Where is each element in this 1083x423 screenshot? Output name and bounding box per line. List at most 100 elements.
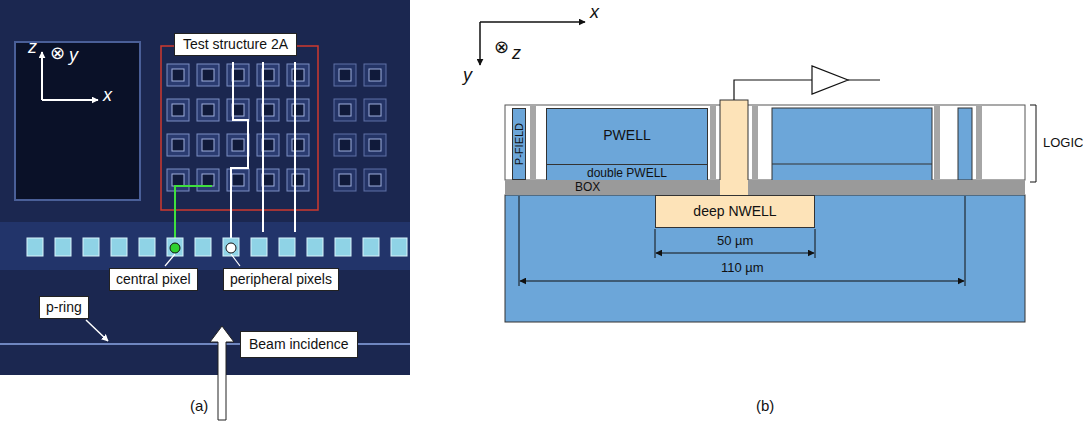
- substrate: [505, 195, 1025, 322]
- axis-label: z: [28, 38, 37, 56]
- pixel-cell: [334, 99, 356, 121]
- pixel-core: [369, 139, 381, 151]
- dimension-line: [655, 229, 815, 258]
- pixel-cell: [334, 64, 356, 86]
- pixel-core: [202, 104, 214, 116]
- cross-section: [480, 22, 1036, 322]
- axis-label: ⊗: [50, 44, 65, 62]
- leader-line: [165, 254, 175, 266]
- callout-box: peripheral pixels: [223, 268, 339, 291]
- pwell-block: PWELL double PWELL: [546, 108, 708, 182]
- pad-row: [27, 238, 407, 256]
- readout-wire: [734, 80, 880, 100]
- pixel-outline: [364, 134, 386, 156]
- bond-pad: [251, 238, 267, 256]
- pixel-cell: [227, 64, 249, 86]
- bond-pad: [363, 238, 379, 256]
- pixel-core: [202, 69, 214, 81]
- pixel-core: [292, 104, 304, 116]
- pixel-outline: [227, 134, 249, 156]
- pixel-cell: [167, 169, 189, 191]
- callout-box: central pixel: [109, 268, 198, 291]
- pixel-outline: [364, 99, 386, 121]
- pixel-outline: [287, 99, 309, 121]
- node-text: PWELL: [603, 128, 650, 143]
- pixel-cell: [257, 64, 279, 86]
- axis-arrow: [479, 22, 481, 65]
- pixel-outline: [364, 169, 386, 191]
- node-text: Test structure 2A: [183, 37, 288, 52]
- axis-arrow: [41, 52, 43, 100]
- beam-arrow: [210, 326, 234, 420]
- pixel-cell: [197, 64, 219, 86]
- amplifier-symbol: [812, 66, 848, 94]
- axis-arrow: [480, 21, 585, 23]
- node-text: double PWELL: [587, 167, 667, 180]
- pixel-outline: [167, 64, 189, 86]
- leader-line: [231, 254, 240, 266]
- pixel-core: [172, 69, 184, 81]
- pixel-outline: [257, 134, 279, 156]
- pixel-core: [292, 174, 304, 186]
- axis-label: z: [512, 44, 521, 62]
- isolation-stripe: [934, 106, 940, 179]
- bond-pad: [167, 238, 183, 256]
- pixel-outline: [167, 99, 189, 121]
- bond-pad: [335, 238, 351, 256]
- pixel-core: [339, 104, 351, 116]
- pixel-cell: [197, 134, 219, 156]
- peripheral-pixel-dot: [226, 243, 236, 253]
- pixel-core: [339, 139, 351, 151]
- pixel-core: [232, 139, 244, 151]
- pixel-outline: [167, 169, 189, 191]
- node-text: p-ring: [46, 300, 82, 315]
- pixel-outline: [257, 99, 279, 121]
- pixel-cell: [227, 134, 249, 156]
- axis-label: x: [590, 3, 599, 21]
- caption-label: 110 µm: [721, 261, 764, 274]
- logic-bracket: [1030, 105, 1036, 182]
- caption-label: (b): [756, 398, 774, 413]
- pixel-grid: [167, 64, 386, 191]
- isolation-stripe: [976, 106, 982, 179]
- pixel-outline: [197, 99, 219, 121]
- isolation-stripe: [530, 106, 536, 179]
- pixel-outline: [197, 64, 219, 86]
- pixel-cell: [197, 99, 219, 121]
- micrograph: [0, 0, 410, 375]
- bond-pad: [307, 238, 323, 256]
- pixel-core: [339, 69, 351, 81]
- pixel-core: [172, 139, 184, 151]
- routing-line: [231, 62, 248, 243]
- pixel-outline: [287, 64, 309, 86]
- bond-pad: [83, 238, 99, 256]
- routing-line: [294, 62, 296, 232]
- pixel-outline: [334, 134, 356, 156]
- pixel-cell: [364, 169, 386, 191]
- dimension-line: [519, 196, 965, 286]
- isolation-stripe: [752, 106, 758, 179]
- pixel-outline: [287, 169, 309, 191]
- pixel-cell: [287, 99, 309, 121]
- pixel-core: [202, 139, 214, 151]
- node-text: central pixel: [116, 272, 191, 287]
- callout-box: p-ring: [39, 296, 89, 319]
- pixel-core: [369, 69, 381, 81]
- caption-label: (a): [190, 398, 208, 413]
- p-field-bar: P-FIELD: [512, 108, 526, 180]
- pixel-cell: [334, 134, 356, 156]
- axis-label: y: [463, 66, 472, 84]
- pixel-outline: [287, 134, 309, 156]
- pixel-cell: [167, 64, 189, 86]
- pixel-cell: [257, 169, 279, 191]
- caption-label: 50 µm: [717, 234, 753, 247]
- pixel-core: [292, 139, 304, 151]
- pixel-cell: [364, 64, 386, 86]
- pixel-outline: [197, 169, 219, 191]
- pixel-outline: [227, 64, 249, 86]
- pixel-core: [202, 174, 214, 186]
- axis-label: ⊗: [494, 38, 509, 56]
- pixel-outline: [334, 64, 356, 86]
- bond-pad: [195, 238, 211, 256]
